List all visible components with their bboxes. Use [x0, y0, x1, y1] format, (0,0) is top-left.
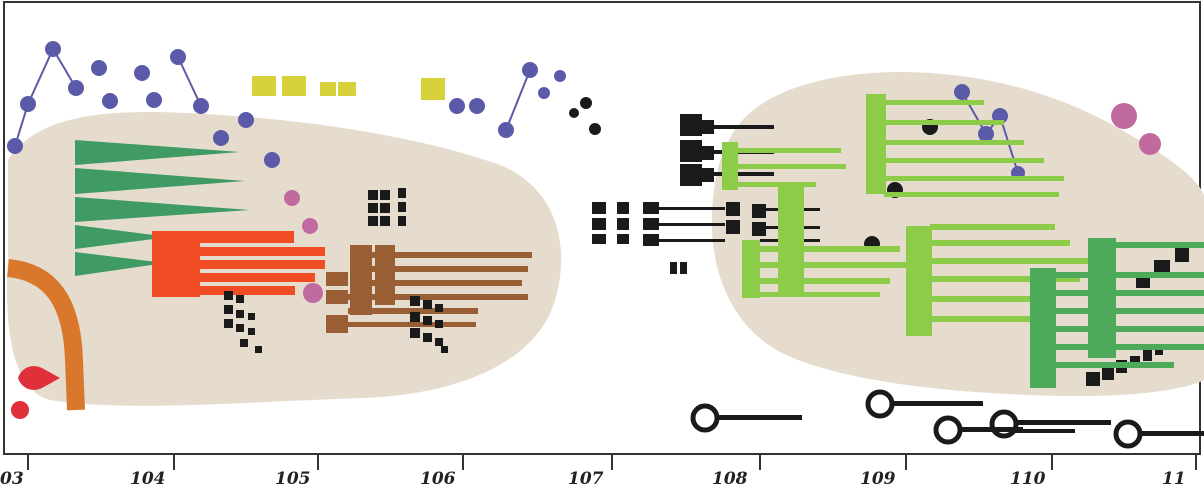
tick-label: 105 [275, 469, 311, 489]
green-wedge [75, 140, 240, 165]
open-circle [1113, 419, 1143, 449]
red-orange-bar [195, 260, 325, 269]
blue-dot [7, 138, 23, 154]
blue-dot [20, 96, 36, 112]
green-wedge [75, 168, 245, 194]
blue-dot [978, 126, 994, 142]
axis-tick-labels: 03 104 105 106 107 108 109 110 11 [0, 469, 1186, 489]
tick-label: 106 [420, 469, 456, 489]
tick-label: 107 [568, 469, 604, 489]
blue-dot [102, 93, 118, 109]
yellow-block [421, 78, 445, 100]
yellow-block-group [252, 76, 445, 100]
blue-dot-connector [505, 69, 531, 131]
red-orange-comb [152, 231, 325, 297]
brown-block [326, 272, 348, 286]
red-orange-bar [195, 247, 325, 256]
green-wedge [75, 197, 250, 222]
brown-block [350, 245, 372, 315]
brown-block [326, 290, 348, 304]
green-wedge [75, 252, 165, 276]
black-mark-group [224, 97, 687, 353]
pink-dot [1111, 103, 1137, 129]
red-drop-shape [18, 366, 60, 390]
pink-dot [302, 218, 318, 234]
open-circle [865, 389, 895, 419]
yellow-block [320, 82, 336, 96]
tick-label: 110 [1010, 469, 1046, 489]
brown-line [372, 266, 528, 272]
pink-dot [284, 190, 300, 206]
blue-dot [68, 80, 84, 96]
brown-line [348, 308, 478, 314]
blue-dot [522, 62, 538, 78]
yellow-block [282, 76, 306, 96]
axis-ticks [27, 454, 1197, 470]
blue-dot [469, 98, 485, 114]
tick-label: 108 [712, 469, 748, 489]
green-wedge [75, 225, 170, 249]
blue-dot [213, 130, 229, 146]
yellow-block [252, 76, 276, 96]
blue-dot [264, 152, 280, 168]
tick-label: 11 [1162, 469, 1186, 489]
blue-dot-group [7, 41, 1025, 180]
pink-dot [303, 283, 323, 303]
light-green-comb [722, 94, 1090, 336]
blue-dot [146, 92, 162, 108]
blue-dot [134, 65, 150, 81]
brown-comb [326, 245, 532, 333]
blue-dot [170, 49, 186, 65]
red-dot [11, 401, 29, 419]
blue-dot [238, 112, 254, 128]
blue-dot [538, 87, 550, 99]
brown-line [372, 252, 532, 258]
pink-dot-group [284, 103, 1161, 303]
red-orange-bar [195, 286, 295, 295]
tick-label: 104 [130, 469, 166, 489]
brown-line [348, 294, 528, 300]
blue-dot [91, 60, 107, 76]
tick-label: 03 [0, 469, 24, 489]
blue-dot [45, 41, 61, 57]
circle-stem-group [716, 401, 1204, 436]
blue-dot [498, 122, 514, 138]
blue-dot [449, 98, 465, 114]
mid-green-comb [1030, 238, 1204, 388]
yellow-block [338, 82, 356, 96]
open-circle [690, 403, 720, 433]
orange-arc [6, 259, 85, 411]
open-circle [933, 415, 963, 445]
blue-dot [954, 84, 970, 100]
blue-dot [193, 98, 209, 114]
open-circle [989, 409, 1019, 439]
green-wedge-group [75, 140, 250, 276]
brown-block [375, 245, 395, 305]
tick-label: 109 [860, 469, 896, 489]
brown-line [372, 280, 522, 286]
blue-dot-connector [177, 56, 202, 107]
blue-dot [554, 70, 566, 82]
right-cloud-region [712, 72, 1204, 397]
red-orange-bar [152, 231, 294, 243]
blue-dot-connector [14, 46, 77, 147]
pink-dot [1139, 133, 1161, 155]
red-orange-bar [195, 273, 315, 282]
brown-line [348, 322, 476, 327]
brown-block [326, 315, 348, 333]
